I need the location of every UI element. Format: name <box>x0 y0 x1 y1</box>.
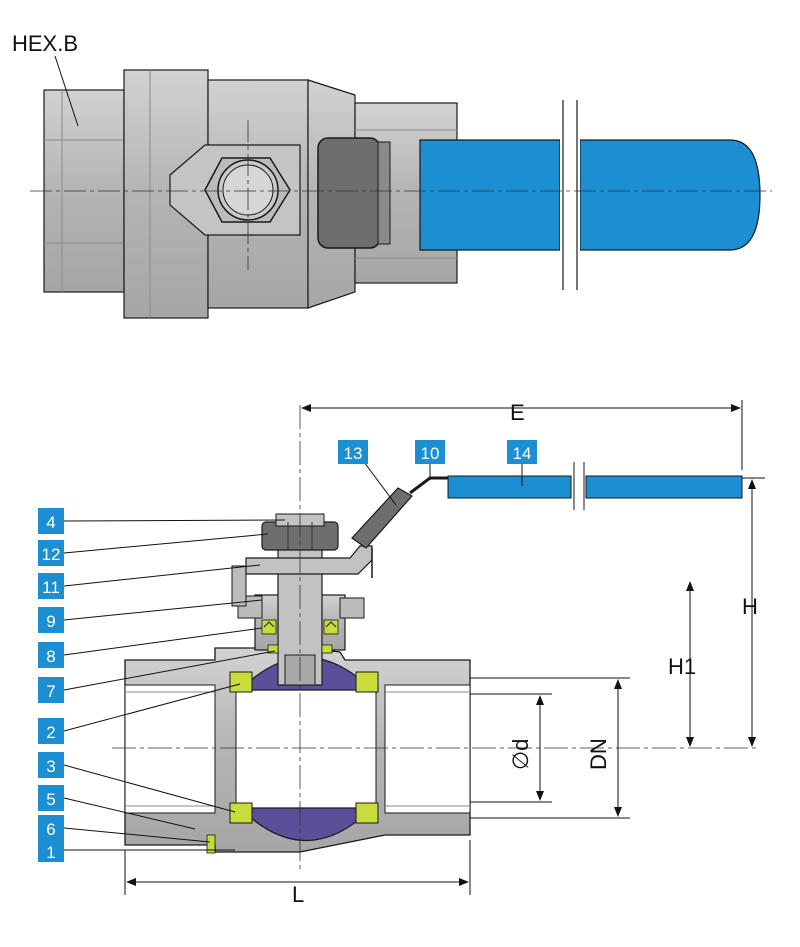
badge-9: 9 <box>38 607 64 633</box>
seat-right-top <box>355 671 379 693</box>
seat-right-bottom <box>355 802 379 824</box>
badge-12: 12 <box>38 540 64 566</box>
svg-text:1: 1 <box>46 843 55 862</box>
badge-7: 7 <box>38 677 64 703</box>
dimension-lines: E H H1 ∅d DN L <box>124 400 765 907</box>
seat-left-bottom <box>229 802 253 824</box>
svg-text:8: 8 <box>46 647 55 666</box>
badge-3: 3 <box>38 752 64 778</box>
svg-text:12: 12 <box>42 545 61 564</box>
dim-E-label: E <box>510 400 525 425</box>
svg-text:10: 10 <box>421 444 440 463</box>
svg-text:4: 4 <box>46 513 55 532</box>
badge-1: 1 <box>38 840 64 862</box>
badge-10: 10 <box>415 440 445 464</box>
handle-grip <box>447 475 572 499</box>
hex-b-label: HEX.B <box>12 31 78 56</box>
dim-d-label: ∅d <box>508 739 533 770</box>
hex-b-leader <box>54 55 79 127</box>
dim-L-label: L <box>292 882 304 907</box>
dim-DN-label: DN <box>586 738 611 770</box>
badge-4: 4 <box>38 508 64 534</box>
section-view <box>112 405 760 870</box>
handle-arm <box>351 487 413 549</box>
svg-text:2: 2 <box>46 723 55 742</box>
svg-text:5: 5 <box>46 790 55 809</box>
dim-H1-label: H1 <box>668 654 696 679</box>
svg-text:9: 9 <box>46 612 55 631</box>
dim-H-label: H <box>742 594 758 619</box>
handle-top-view <box>419 139 561 251</box>
svg-text:11: 11 <box>42 578 60 597</box>
badge-2: 2 <box>38 718 64 744</box>
badge-6: 6 <box>38 815 64 841</box>
svg-text:14: 14 <box>513 444 532 463</box>
svg-text:13: 13 <box>344 444 363 463</box>
badge-5: 5 <box>38 785 64 811</box>
badge-14: 14 <box>507 440 537 464</box>
svg-text:7: 7 <box>46 682 55 701</box>
svg-text:3: 3 <box>46 757 55 776</box>
svg-text:6: 6 <box>46 820 55 839</box>
badge-8: 8 <box>38 642 64 668</box>
top-view: HEX.B <box>12 31 772 319</box>
handle-sleeve <box>317 137 381 249</box>
badge-13: 13 <box>338 440 368 464</box>
seat-left-top <box>229 671 253 693</box>
badge-11: 11 <box>38 573 64 599</box>
part-callouts: 4 12 11 9 8 7 2 3 <box>38 440 537 862</box>
